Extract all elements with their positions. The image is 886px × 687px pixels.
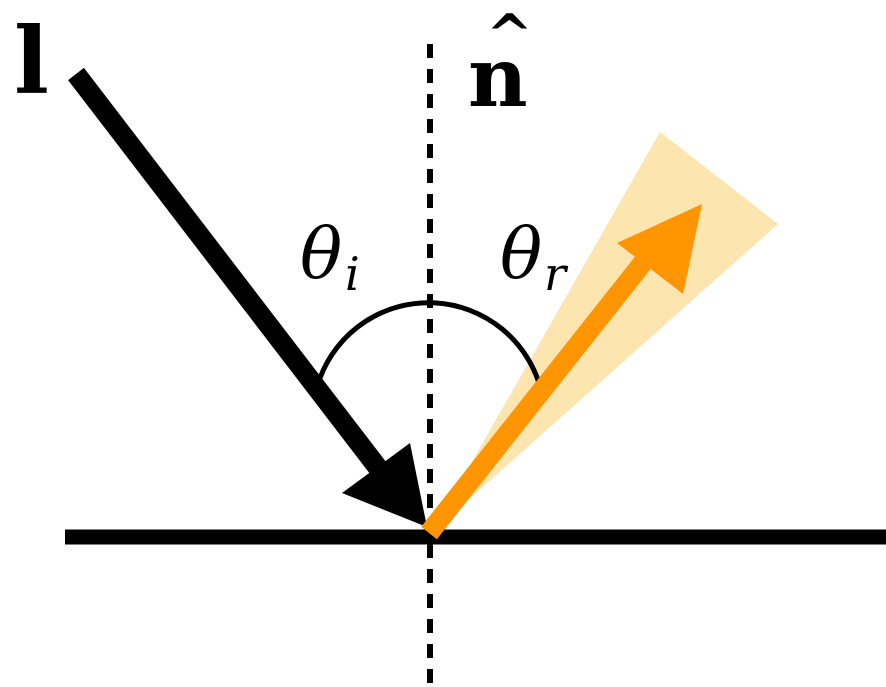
reflected-ray-shaft xyxy=(421,248,657,540)
normal-vector-label: n xyxy=(468,30,528,126)
theta-incident-subscript: i xyxy=(345,247,360,301)
incident-ray-shaft xyxy=(68,67,393,484)
normal-hat-accent: ^ xyxy=(486,2,533,68)
incident-vector-label: l xyxy=(14,7,49,115)
incident-ray-arrowhead xyxy=(342,443,427,527)
angle-arc xyxy=(317,300,544,391)
reflected-ray-arrowhead xyxy=(617,204,702,294)
theta-incident-symbol: θ xyxy=(300,213,342,295)
theta-reflected-subscript: r xyxy=(544,247,569,301)
theta-reflected-symbol: θ xyxy=(500,213,542,295)
